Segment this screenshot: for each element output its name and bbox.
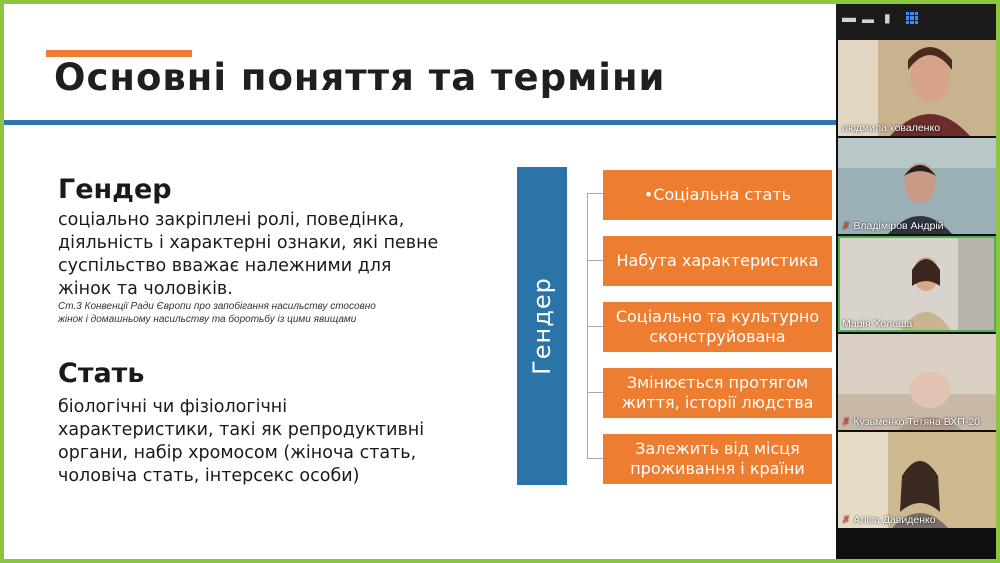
participant-name: ✗Кузьменко Тетяна ВХП-20 [842,416,980,428]
source-note-line: Ст.3 Конвенції Ради Європи про запобіган… [58,301,376,312]
muted-mic-icon: ✗ [842,515,851,526]
participant-name: ✗Владіміров Андрій [842,220,944,232]
diagram-root-label: Гендер [517,167,567,485]
layout-icon[interactable]: ▬ [862,12,874,26]
diagram-item: Набута характеристика [603,236,832,286]
participant-video [838,138,996,234]
diagram-root-bar [517,167,567,485]
muted-mic-icon: ✗ [842,417,851,428]
sex-definition-line: характеристики, такі як репродуктивні [58,420,425,440]
view-icon[interactable]: ▮ [884,11,891,25]
diagram-branch-line [587,392,603,393]
diagram-root-text: Гендер [528,277,556,375]
diagram-branch-line [587,458,603,459]
sex-definition: біологічні чи фізіологічні характеристик… [58,396,424,488]
gallery-grid-icon[interactable] [906,12,918,24]
sex-definition-line: органи, набір хромосом (жіноча стать, [58,443,417,463]
source-note-line: жінок і домашньому насильству та боротьб… [58,314,357,325]
sex-definition-line: чоловіча стать, інтерсекс особи) [58,466,360,486]
diagram-item: •Соціальна стать [603,170,832,220]
participant-name-text: Аліса Давиденко [853,514,936,526]
title-divider [4,120,836,125]
gender-definition-line: жінок та чоловіків. [58,279,233,299]
participant-tile[interactable]: ✗Кузьменко Тетяна ВХП-20 [838,334,996,430]
sex-definition-line: біологічні чи фізіологічні [58,397,288,417]
gender-definition: соціально закріплені ролі, поведінка, ді… [58,209,438,301]
gender-definition-line: діяльність і характерні ознаки, які певн… [58,233,439,253]
slide-title: Основні поняття та терміни [54,56,666,99]
minimize-icon[interactable]: ▬ [842,9,856,25]
participant-tile-active-speaker[interactable]: Марія Холоша [838,236,996,332]
diagram-item: Змінюється протягом життя, історії людст… [603,368,832,418]
participant-name: ✗Аліса Давиденко [842,514,936,526]
participant-tile[interactable]: людмила коваленко [838,40,996,136]
diagram-trunk-line [587,193,588,458]
diagram-branch-line [587,260,603,261]
gender-source-note: Ст.3 Конвенції Ради Європи про запобіган… [58,300,376,326]
participant-name-text: Кузьменко Тетяна ВХП-20 [853,416,981,428]
participant-tile[interactable]: ✗Владіміров Андрій [838,138,996,234]
diagram-item: Залежить від місця проживання і країни [603,434,832,484]
participant-name: Марія Холоша [842,318,913,330]
muted-mic-icon: ✗ [842,221,851,232]
title-accent-bar [46,50,192,57]
participant-video [838,432,996,528]
participant-tile[interactable]: ✗Аліса Давиденко [838,432,996,528]
diagram-item: Соціально та культурно сконструйована [603,302,832,352]
gender-definition-line: суспільство вважає належними для [58,256,392,276]
diagram-branch-line [587,193,603,194]
participant-video [838,236,996,332]
gender-definition-line: соціально закріплені ролі, поведінка, [58,210,405,230]
participant-video [838,334,996,430]
diagram-branch-line [587,326,603,327]
participant-name-text: Владіміров Андрій [853,220,944,232]
participant-name: людмила коваленко [842,122,941,134]
gender-heading: Гендер [58,174,172,205]
sex-heading: Стать [58,358,145,389]
participant-video [838,40,996,136]
